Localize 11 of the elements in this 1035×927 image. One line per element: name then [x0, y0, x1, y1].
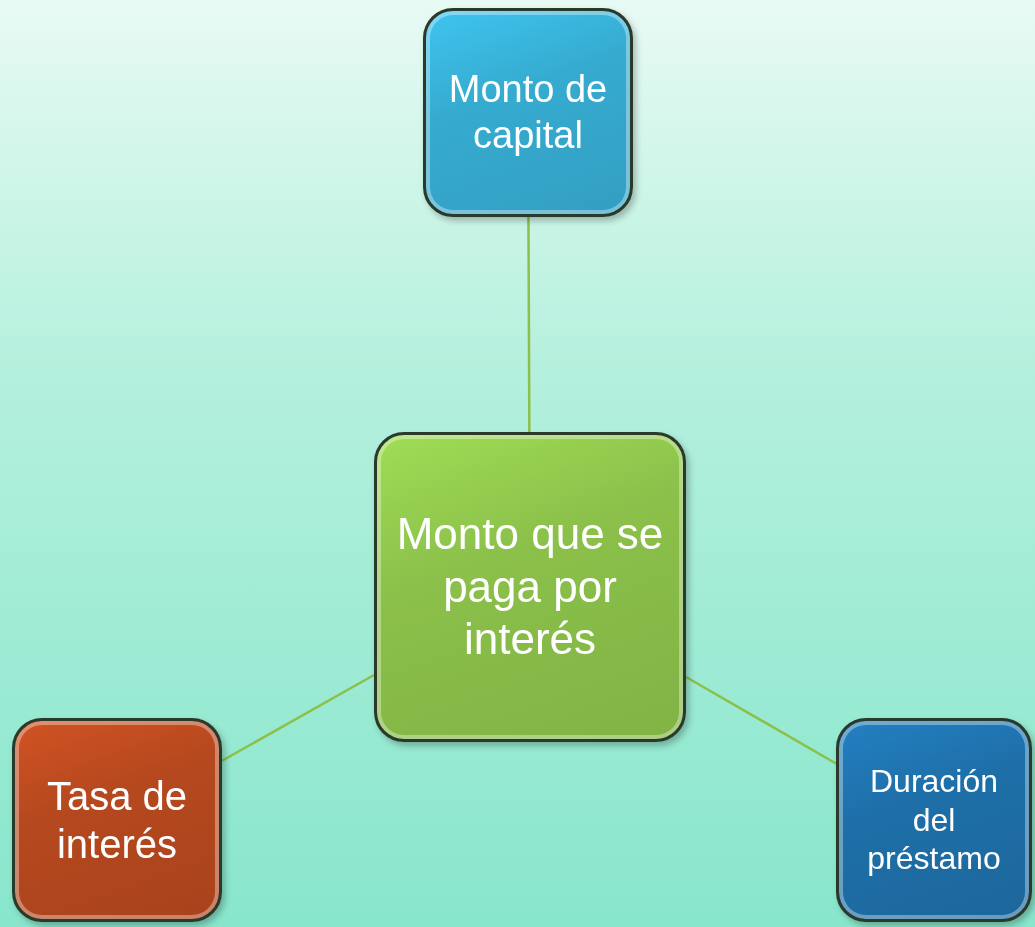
box-label: Monto que se paga por interés: [395, 507, 665, 666]
connector-line: [685, 675, 837, 765]
concept-box: [374, 432, 686, 742]
box-label: Duración del préstamo: [866, 762, 1002, 878]
connector-line: [221, 673, 375, 762]
concept-box: [12, 718, 222, 922]
concept-box: [836, 718, 1032, 922]
box-label: Monto de capital: [447, 66, 609, 158]
connector-line: [527, 217, 531, 432]
concept-box: [423, 8, 633, 217]
box-label: Tasa de interés: [45, 773, 189, 868]
